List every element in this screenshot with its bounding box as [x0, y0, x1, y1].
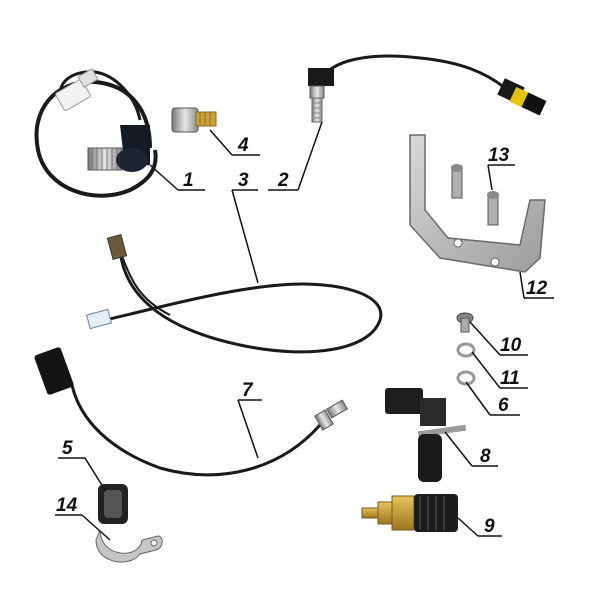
part-10-bolt	[456, 312, 474, 333]
callout-10: 10	[500, 335, 522, 356]
callout-7: 7	[242, 380, 254, 401]
part-14-clamp	[95, 529, 163, 563]
part-11-washer	[456, 342, 476, 358]
callout-3: 3	[238, 170, 249, 191]
part-1-speed-sensor	[34, 68, 158, 198]
callout-8: 8	[480, 446, 491, 467]
part-13-screws	[451, 164, 499, 226]
part-12-bracket	[409, 134, 546, 273]
callout-6: 6	[498, 395, 509, 416]
part-9-temperature-sensor	[361, 494, 458, 532]
callout-4: 4	[237, 135, 249, 156]
callout-13: 13	[488, 145, 510, 166]
part-3-sensor-cable	[85, 233, 383, 354]
callout-1: 1	[183, 170, 194, 191]
callout-5: 5	[62, 438, 73, 459]
part-5-grommet	[98, 484, 128, 524]
leader-lines	[55, 121, 554, 541]
callout-9: 9	[484, 516, 495, 537]
part-8-position-sensor	[385, 388, 467, 482]
part-7-sensor-lead	[34, 347, 348, 477]
callout-12: 12	[526, 278, 548, 299]
part-6-washer	[456, 370, 476, 386]
callout-11: 11	[500, 368, 520, 389]
callout-labels: 1 2 3 4 5 6 7 8 9 10 11 12 13 14	[56, 135, 548, 537]
callout-14: 14	[56, 495, 78, 516]
part-2-pressure-switch	[308, 54, 547, 123]
callout-2: 2	[277, 170, 289, 191]
part-4-cap-nut	[171, 107, 217, 133]
